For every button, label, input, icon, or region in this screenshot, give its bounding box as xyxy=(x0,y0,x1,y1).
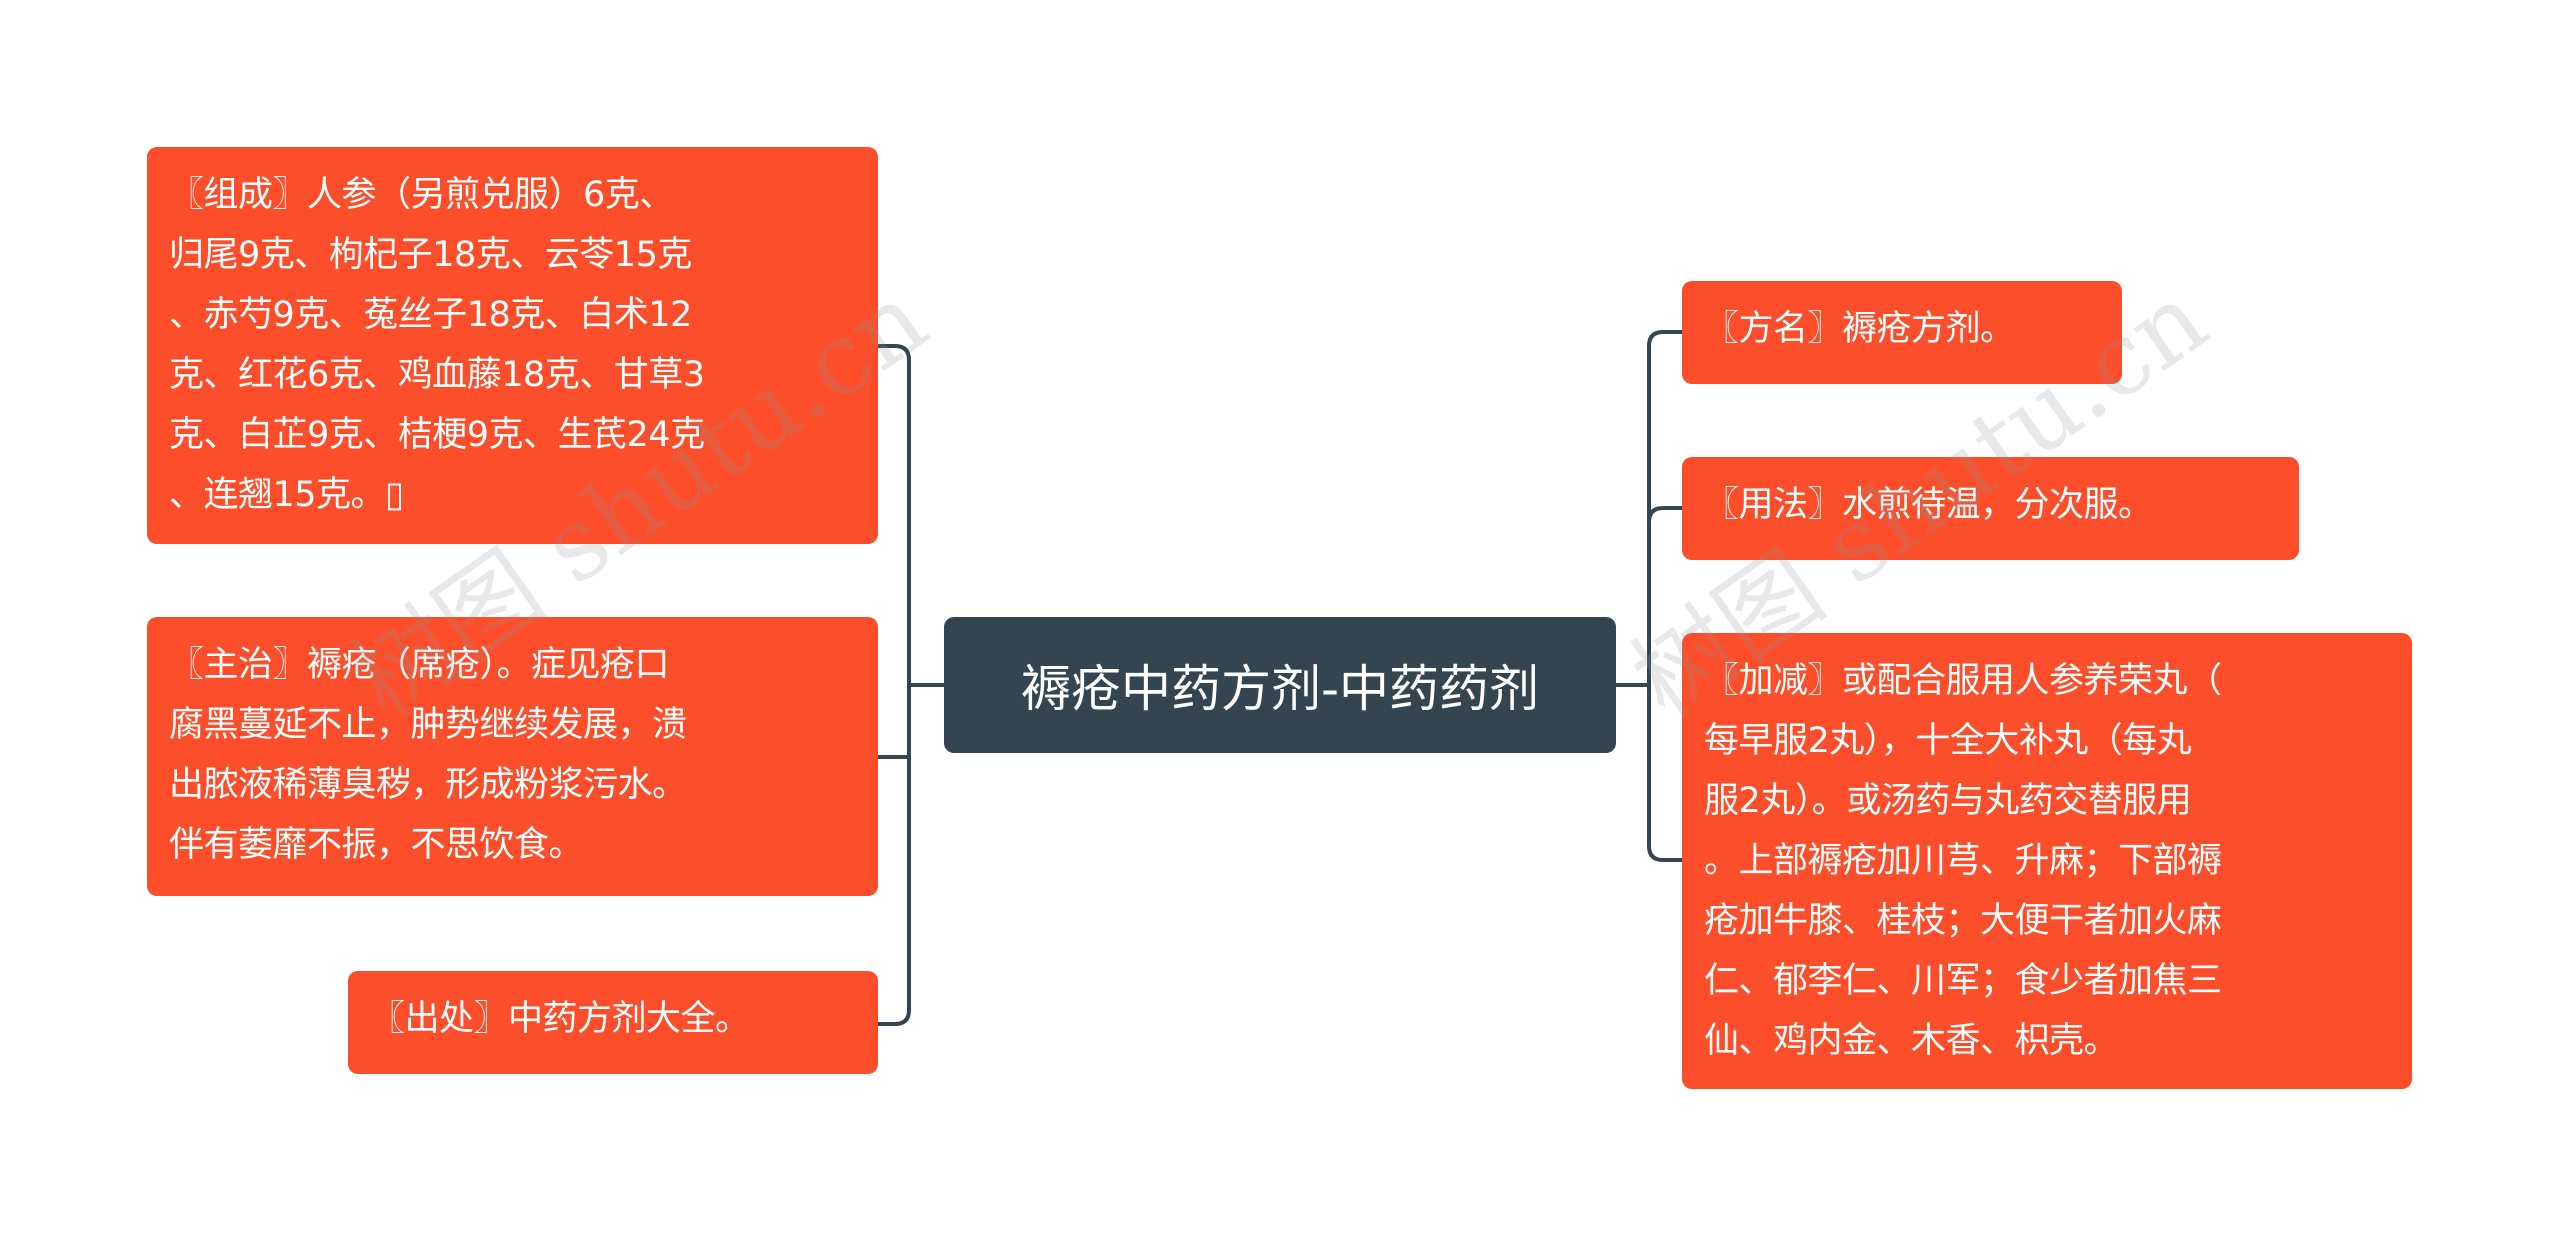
connector-left-branches xyxy=(878,344,911,1026)
node-usage[interactable]: 〖用法〗水煎待温，分次服。 xyxy=(1682,457,2299,560)
node-modifications[interactable]: 〖加减〗或配合服用人参养荣丸（ 每早服2丸），十全大补丸（每丸 服2丸）。或汤药… xyxy=(1682,633,2412,1089)
node-composition[interactable]: 〖组成〗人参（另煎兑服）6克、 归尾9克、枸杞子18克、云苓15克 、赤芍9克、… xyxy=(147,147,878,544)
node-formula-name[interactable]: 〖方名〗褥疮方剂。 xyxy=(1682,281,2122,384)
node-source[interactable]: 〖出处〗中药方剂大全。 xyxy=(348,971,878,1074)
central-topic-label: 褥疮中药方剂-中药药剂 xyxy=(1020,660,1540,718)
central-topic[interactable]: 褥疮中药方剂-中药药剂 xyxy=(944,617,1616,753)
connector-right-branches xyxy=(1647,330,1682,862)
connector-right-mid xyxy=(1647,506,1682,523)
node-indications[interactable]: 〖主治〗褥疮（席疮）。症见疮口 腐黑蔓延不止，肿势继续发展，溃 出脓液稀薄臭秽，… xyxy=(147,617,878,896)
